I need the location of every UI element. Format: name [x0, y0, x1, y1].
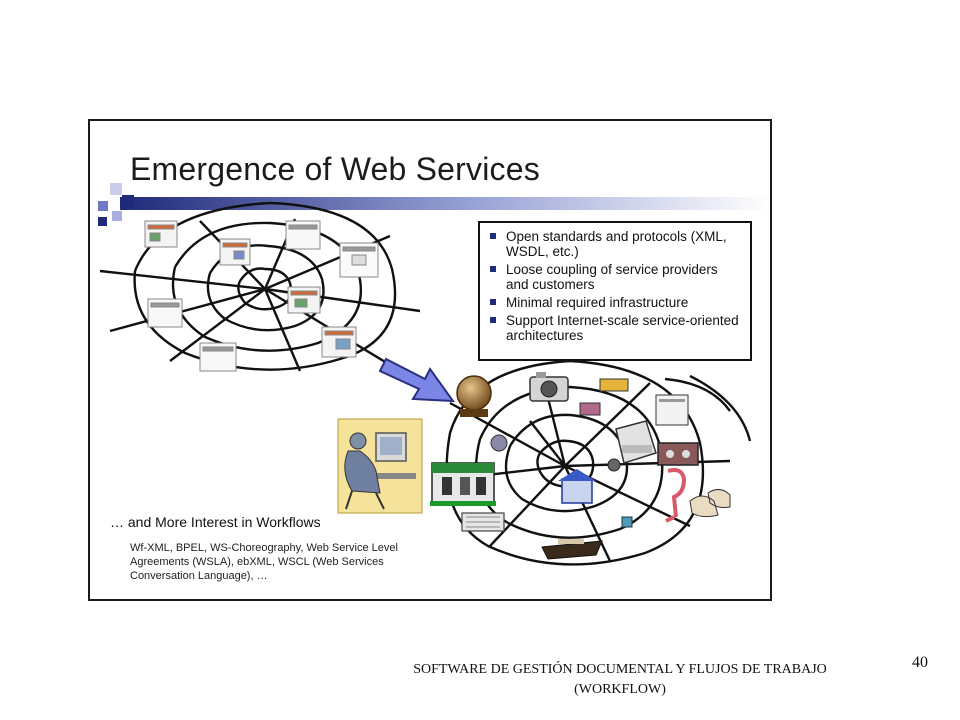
slide-title: Emergence of Web Services [130, 151, 540, 187]
bullet-square-icon [490, 233, 496, 239]
webpage-thumbnails [144, 220, 379, 372]
transition-arrow [378, 357, 456, 403]
lamp-icon [665, 468, 687, 523]
title-bar [120, 197, 770, 210]
document-screen-icon [655, 394, 689, 426]
web-services-illustration [98, 183, 770, 566]
bullet-square-icon [490, 299, 496, 305]
tag-icon [599, 378, 629, 392]
ship-icon [541, 539, 603, 560]
bullet-square-icon [490, 317, 496, 323]
camera-icon [529, 372, 569, 402]
bullets-box: Open standards and protocols (XML, WSDL,… [478, 221, 752, 361]
printer-icon [615, 420, 657, 464]
bullet-square-icon [490, 266, 496, 272]
tape-icon [657, 442, 699, 466]
bullet-item: Support Internet-scale service-oriented … [490, 313, 742, 343]
bullet-text: Support Internet-scale service-oriented … [506, 313, 739, 343]
bullet-text: Open standards and protocols (XML, WSDL,… [506, 229, 727, 259]
computer-user-clipart [337, 418, 423, 514]
gear-icon [607, 458, 621, 472]
corner-squares-decoration [98, 183, 134, 226]
building-icon [430, 462, 496, 506]
globe-icon [456, 375, 492, 417]
toy-icon [490, 434, 508, 452]
shoes-icon [689, 489, 731, 518]
footer-title: SOFTWARE DE GESTIÓN DOCUMENTAL Y FLUJOS … [413, 662, 827, 697]
server-icon [461, 512, 505, 532]
gadget-icon [579, 402, 601, 416]
flower-icon [621, 516, 633, 528]
bullet-text: Loose coupling of service providers and … [506, 262, 718, 292]
workflows-heading: … and More Interest in Workflows [110, 514, 321, 530]
workflows-text: Wf-XML, BPEL, WS-Choreography, Web Servi… [130, 542, 398, 582]
bullet-item: Open standards and protocols (XML, WSDL,… [490, 229, 742, 259]
bullet-item: Minimal required infrastructure [490, 295, 742, 310]
spider-web-top-left [99, 201, 421, 373]
bullet-text: Minimal required infrastructure [506, 295, 689, 310]
bullet-item: Loose coupling of service providers and … [490, 262, 742, 292]
bank-icon [558, 469, 596, 504]
page-number: 40 [912, 654, 928, 671]
slide-image: Emergence of Web Services Open standards… [88, 119, 772, 601]
